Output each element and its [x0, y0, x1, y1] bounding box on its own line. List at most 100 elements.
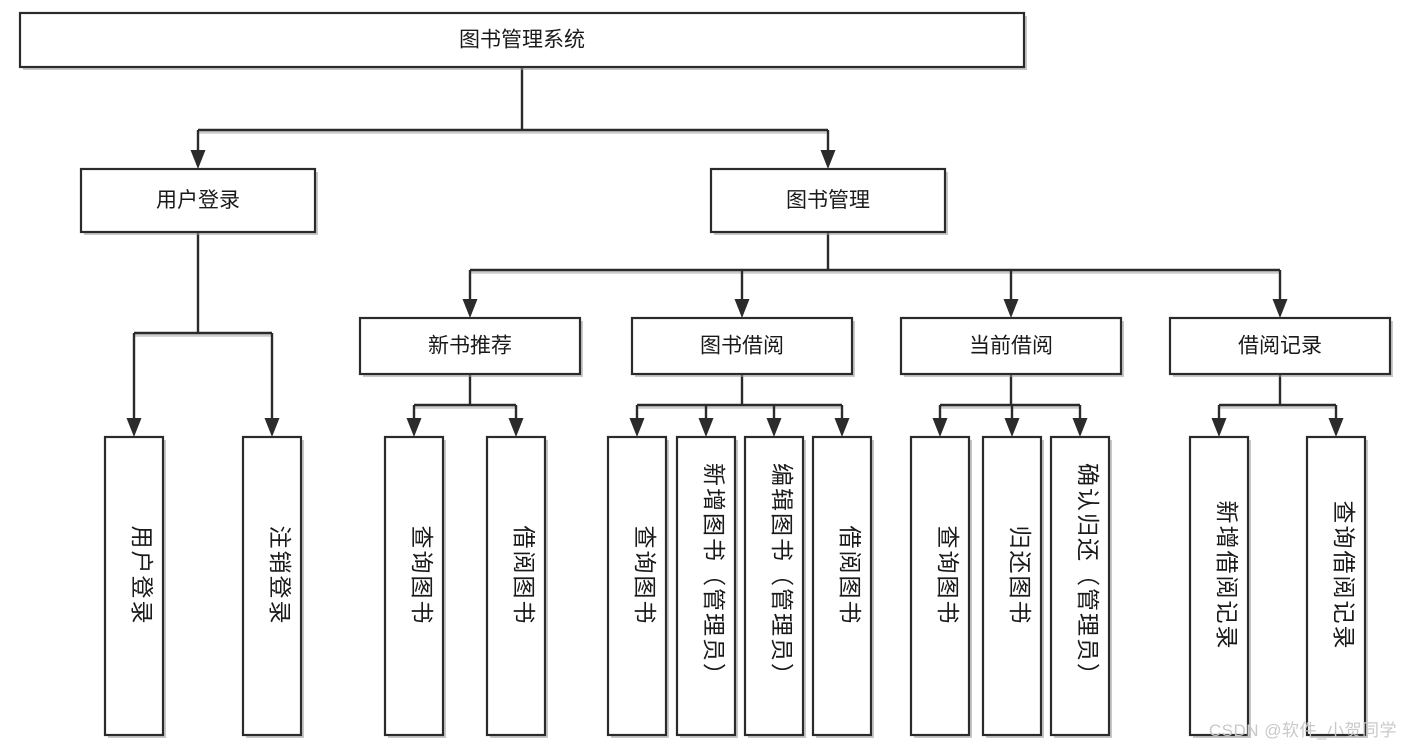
- node-label-char: 查: [1331, 501, 1357, 524]
- node-label-char: 管: [1075, 588, 1101, 611]
- node-label-char: 借: [837, 526, 863, 549]
- connector-layer: [126, 67, 1344, 437]
- node-label-char: 借: [1214, 551, 1240, 574]
- node-label-char: 记: [1331, 601, 1357, 624]
- node-label-char: 理: [769, 613, 795, 636]
- node-label-char: 图: [409, 576, 435, 599]
- node-label-char: 图: [701, 513, 727, 536]
- connector-record-split: [1211, 374, 1344, 437]
- node-leaf-user-login[interactable]: 用户登录: [103, 435, 166, 738]
- connector-user-login-split: [126, 232, 280, 437]
- node-label-char: 阅: [837, 551, 863, 574]
- node-borrow-record[interactable]: 借阅记录: [1168, 316, 1393, 377]
- node-label-char: 书: [769, 538, 795, 561]
- node-label-char: ）: [1075, 663, 1101, 686]
- node-label-char: 书: [632, 601, 658, 624]
- node-label-char: 还: [1007, 551, 1033, 574]
- node-label-char: 询: [1331, 526, 1357, 549]
- node-label-char: 阅: [511, 551, 537, 574]
- node-label-char: 认: [1075, 488, 1101, 511]
- node-label-char: 图: [632, 576, 658, 599]
- node-root[interactable]: 图书管理系统: [18, 11, 1027, 70]
- connector-recommend-split: [406, 374, 524, 437]
- node-label-char: 询: [409, 551, 435, 574]
- node-label-char: 书: [409, 601, 435, 624]
- node-label-char: ）: [701, 663, 727, 686]
- connector-borrow-split: [629, 374, 850, 437]
- node-label-char: 借: [1331, 551, 1357, 574]
- node-label-char: 借: [511, 526, 537, 549]
- node-label-char: 录: [1214, 626, 1240, 649]
- node-label-char: 员: [769, 638, 795, 661]
- node-label-char: 登: [267, 576, 293, 599]
- node-label-char: 员: [1075, 638, 1101, 661]
- node-label-char: 用: [129, 526, 155, 549]
- node-new-book-recommend[interactable]: 新书推荐: [358, 316, 583, 377]
- node-label-char: 理: [701, 613, 727, 636]
- node-label-char: 归: [1075, 513, 1101, 536]
- node-label-char: 销: [267, 551, 293, 574]
- node-label-char: 图: [769, 513, 795, 536]
- node-label-char: 录: [1331, 626, 1357, 649]
- connector-current-split: [932, 374, 1088, 437]
- node-label-char: 查: [632, 526, 658, 549]
- node-label-char: 图: [511, 576, 537, 599]
- node-label-char: 管: [701, 588, 727, 611]
- node-label-char: 阅: [1214, 576, 1240, 599]
- node-label-char: （: [1075, 563, 1101, 586]
- node-label: 用户登录: [156, 189, 240, 212]
- node-label-char: ）: [769, 663, 795, 686]
- node-label-char: 登: [129, 576, 155, 599]
- node-label-char: （: [769, 563, 795, 586]
- node-label-char: 书: [837, 601, 863, 624]
- node-current-borrow[interactable]: 当前借阅: [899, 316, 1124, 377]
- node-label-char: 管: [769, 588, 795, 611]
- node-user-login[interactable]: 用户登录: [79, 167, 318, 235]
- node-label: 当前借阅: [969, 335, 1053, 358]
- node-label-char: 书: [511, 601, 537, 624]
- node-label: 图书借阅: [700, 335, 784, 358]
- node-label-char: 书: [935, 601, 961, 624]
- node-label: 新书推荐: [428, 335, 512, 358]
- node-label-char: 询: [632, 551, 658, 574]
- node-label-char: 书: [1007, 601, 1033, 624]
- watermark-label: CSDN @软件_小贺同学: [1208, 721, 1397, 740]
- node-label-char: 查: [935, 526, 961, 549]
- node-label-char: 记: [1214, 601, 1240, 624]
- node-label-char: 录: [129, 601, 155, 624]
- node-label-char: 图: [1007, 576, 1033, 599]
- node-label-char: 增: [701, 488, 727, 511]
- node-label-char: 员: [701, 638, 727, 661]
- connector-root-split: [190, 67, 836, 169]
- node-book-manage[interactable]: 图书管理: [709, 167, 948, 235]
- node-label-char: 图: [837, 576, 863, 599]
- node-layer: 图书管理系统用户登录图书管理新书推荐图书借阅当前借阅借阅记录用户登录注销登录查询…: [18, 11, 1393, 738]
- node-label-char: 辑: [769, 488, 795, 511]
- node-label: 借阅记录: [1238, 335, 1322, 358]
- connector-book-manage-split: [462, 232, 1288, 318]
- node-label-char: 书: [701, 538, 727, 561]
- node-label-char: 归: [1007, 526, 1033, 549]
- node-book-borrow[interactable]: 图书借阅: [630, 316, 855, 377]
- node-label-char: 编: [769, 463, 795, 486]
- node-label: 图书管理: [786, 189, 870, 212]
- node-label-char: 确: [1075, 463, 1101, 486]
- node-label-char: 询: [935, 551, 961, 574]
- node-label-char: 理: [1075, 613, 1101, 636]
- node-label-char: 阅: [1331, 576, 1357, 599]
- node-label-char: 图: [935, 576, 961, 599]
